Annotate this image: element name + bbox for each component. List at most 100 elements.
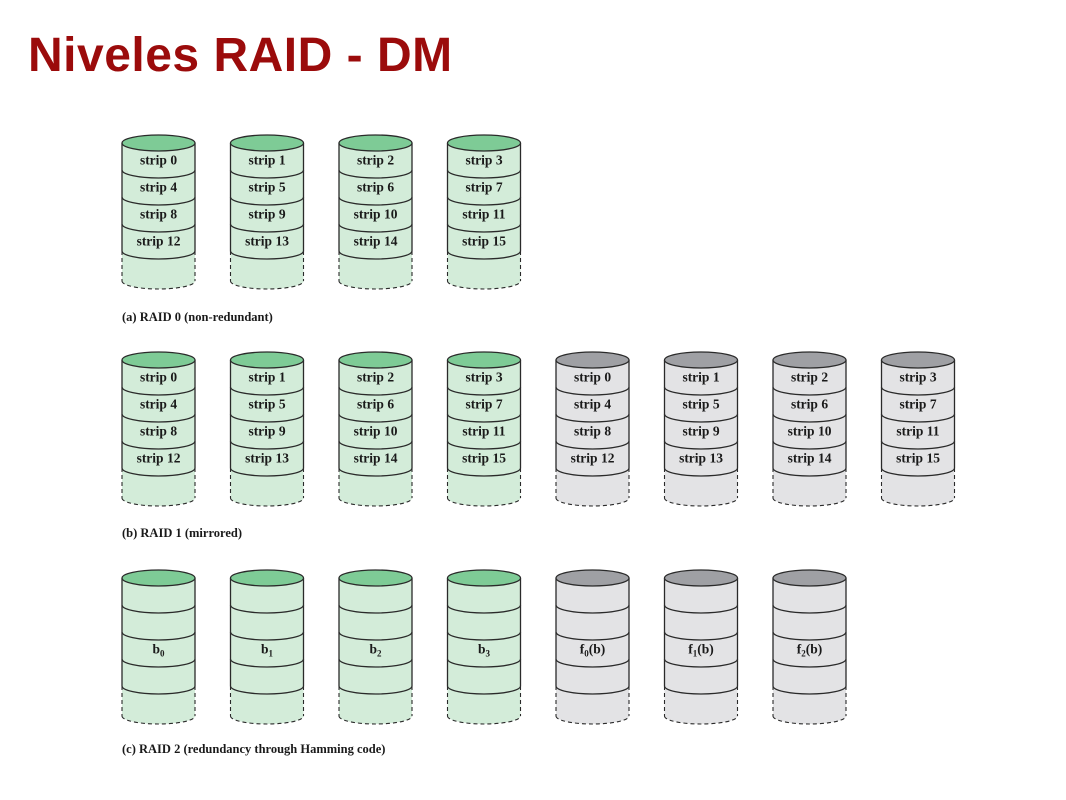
segment-label: strip 11	[896, 424, 939, 439]
segment-separator	[446, 604, 522, 614]
raid2-disk-6-redundant: f2(b)	[772, 569, 847, 725]
segment-separator	[338, 658, 413, 668]
segment-separator	[229, 223, 305, 233]
segment-separator	[772, 631, 847, 641]
segment-label: strip 6	[357, 180, 394, 195]
segment-separator	[663, 685, 739, 695]
segment-separator	[446, 685, 522, 695]
segment-label: strip 12	[137, 451, 181, 466]
disk-body	[230, 578, 304, 724]
segment-separator	[772, 386, 847, 396]
segment-label: strip 4	[140, 397, 177, 412]
segment-separator	[555, 413, 630, 423]
segment-separator	[880, 467, 956, 477]
segment-label: strip 9	[248, 424, 285, 439]
segment-label: b0	[152, 642, 165, 659]
segment-label: strip 1	[682, 370, 719, 385]
segment-label: strip 8	[140, 424, 177, 439]
segment-label: strip 3	[899, 370, 936, 385]
disk-body	[339, 143, 412, 289]
segment-separator	[338, 631, 413, 641]
segment-label: strip 7	[465, 397, 502, 412]
segment-separator	[446, 250, 522, 260]
segment-separator	[121, 196, 196, 206]
segment-separator	[121, 685, 196, 695]
raid2-disk-5-redundant: f1(b)	[663, 569, 739, 725]
segment-separator	[338, 467, 413, 477]
segment-separator	[229, 413, 305, 423]
segment-separator	[663, 658, 739, 668]
disk-dashed-bottom	[338, 715, 413, 725]
raid1-group: strip 0 strip 4 strip 8 strip 12 strip 1 stri…	[121, 351, 956, 540]
disk-top	[338, 351, 413, 369]
segment-separator	[555, 440, 630, 450]
segment-separator	[663, 631, 739, 641]
disk-body	[881, 360, 955, 506]
segment-separator	[446, 386, 522, 396]
segment-separator	[338, 604, 413, 614]
raid2-disk-4-redundant: f0(b)	[555, 569, 630, 725]
segment-label: f2(b)	[797, 642, 823, 659]
segment-label: b1	[261, 642, 274, 659]
segment-separator	[121, 413, 196, 423]
segment-separator	[663, 386, 739, 396]
disk-top	[663, 351, 739, 369]
segment-separator	[446, 467, 522, 477]
segment-label: strip 14	[788, 451, 832, 466]
segment-separator	[121, 604, 196, 614]
raid2-disk-3: b3	[446, 569, 522, 725]
segment-label: strip 7	[465, 180, 502, 195]
segment-separator	[555, 658, 630, 668]
segment-label: f0(b)	[580, 642, 606, 659]
segment-separator	[772, 685, 847, 695]
disk-body	[339, 360, 412, 506]
disk-dashed-bottom	[229, 497, 305, 507]
segment-label: strip 1	[248, 370, 285, 385]
disk-body	[230, 360, 304, 506]
segment-separator	[229, 440, 305, 450]
raid2-caption: (c) RAID 2 (redundancy through Hamming c…	[122, 742, 385, 756]
segment-label: strip 13	[679, 451, 723, 466]
segment-separator	[229, 169, 305, 179]
disk-body	[773, 360, 846, 506]
disk-dashed-bottom	[555, 715, 630, 725]
disk-top	[338, 134, 413, 152]
disk-top	[121, 134, 196, 152]
raid2-disk-0: b0	[121, 569, 196, 725]
disk-top	[121, 351, 196, 369]
segment-separator	[446, 223, 522, 233]
disk-top	[555, 569, 630, 587]
disk-dashed-bottom	[663, 715, 739, 725]
segment-label: strip 0	[140, 370, 177, 385]
segment-label: strip 0	[574, 370, 611, 385]
disk-dashed-bottom	[772, 715, 847, 725]
disk-top	[229, 134, 305, 152]
segment-label: strip 15	[462, 234, 506, 249]
segment-separator	[772, 467, 847, 477]
disk-top	[229, 569, 305, 587]
disk-dashed-bottom	[446, 715, 522, 725]
segment-label: strip 10	[354, 207, 398, 222]
segment-label: strip 15	[462, 451, 506, 466]
segment-separator	[338, 685, 413, 695]
segment-separator	[772, 658, 847, 668]
segment-label: strip 5	[682, 397, 719, 412]
disk-dashed-bottom	[121, 497, 196, 507]
disk-top	[772, 569, 847, 587]
segment-separator	[121, 169, 196, 179]
disk-top	[555, 351, 630, 369]
segment-label: strip 2	[357, 370, 394, 385]
disk-dashed-bottom	[772, 497, 847, 507]
segment-label: strip 15	[896, 451, 940, 466]
segment-label: strip 4	[574, 397, 611, 412]
segment-separator	[338, 196, 413, 206]
segment-separator	[121, 658, 196, 668]
